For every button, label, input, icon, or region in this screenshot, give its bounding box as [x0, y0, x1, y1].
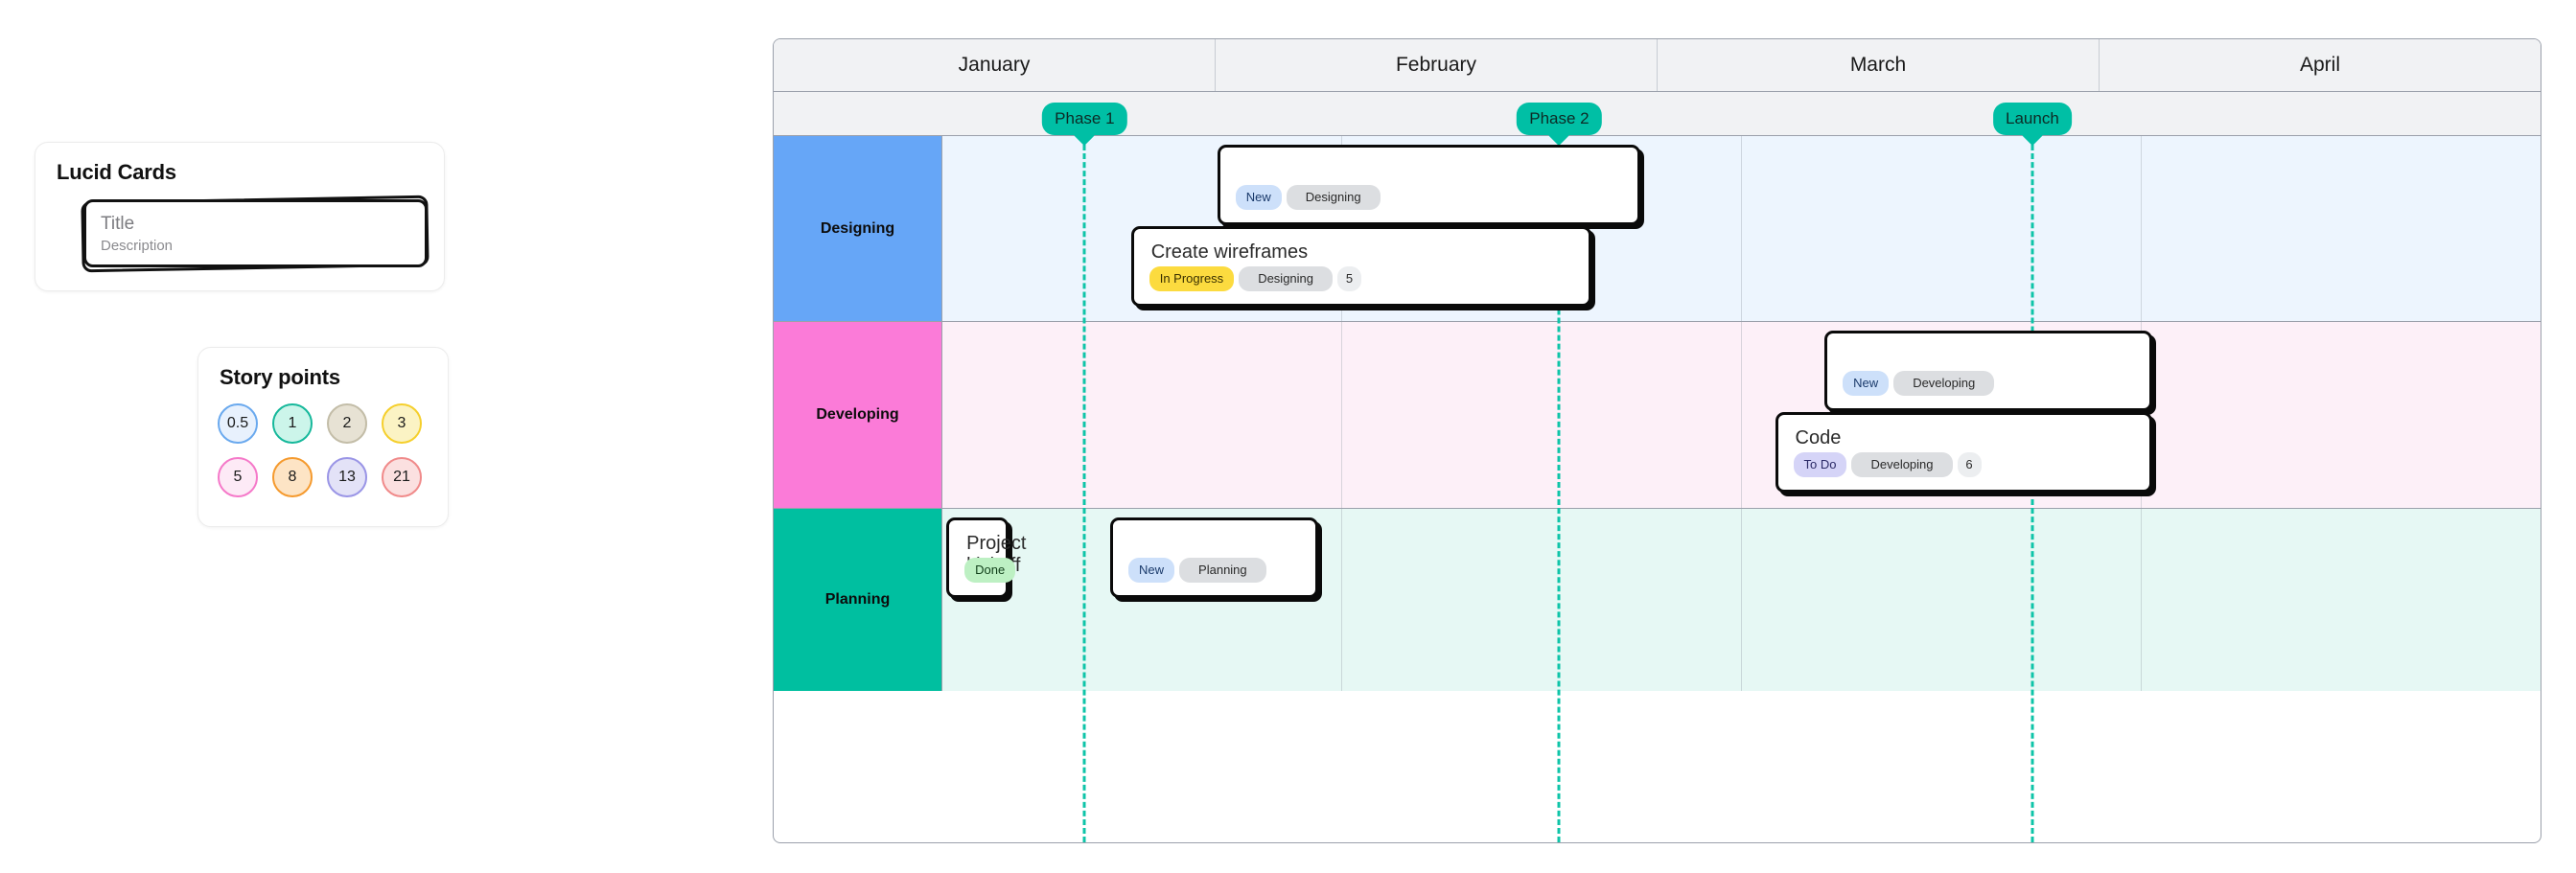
- task-status-badge[interactable]: Done: [964, 558, 1016, 583]
- lane-column-cell: [942, 322, 1342, 508]
- story-point-chip[interactable]: 1: [272, 403, 313, 444]
- lane-column-gridlines: [942, 322, 2541, 508]
- lane-column-cell: [2142, 136, 2541, 321]
- story-point-chip[interactable]: 3: [382, 403, 422, 444]
- timeline-month-february[interactable]: February: [1216, 39, 1658, 91]
- lane-column-cell: [1342, 136, 1742, 321]
- timeline-month-april[interactable]: April: [2299, 54, 2340, 76]
- task-status-badge[interactable]: In Progress: [1149, 266, 1235, 291]
- swimlane-label-designing[interactable]: Designing: [774, 136, 942, 321]
- task-status-badge[interactable]: New: [1128, 558, 1175, 583]
- lucid-card-shape-preview[interactable]: Title Description: [81, 195, 429, 273]
- story-point-chip[interactable]: 2: [327, 403, 367, 444]
- lucid-cards-panel-title: Lucid Cards: [57, 160, 176, 184]
- lane-column-cell: [942, 509, 1342, 691]
- timeline-task-card[interactable]: Project kickoffDone: [946, 517, 1026, 598]
- lane-column-cell: [1342, 509, 1742, 691]
- task-status-badge[interactable]: To Do: [1793, 452, 1847, 477]
- timeline-month-march[interactable]: March: [1658, 39, 2100, 91]
- task-category-badge[interactable]: Designing: [1239, 266, 1334, 291]
- story-points-panel-title: Story points: [220, 365, 340, 389]
- task-category-badge[interactable]: Developing: [1851, 452, 1953, 477]
- milestone-dashed-line: [1557, 136, 1561, 842]
- lucid-cards-panel: Lucid Cards Title Description: [35, 142, 445, 291]
- lane-column-cell: [1742, 136, 2142, 321]
- lane-column-cell: [2142, 509, 2541, 691]
- task-story-points-badge[interactable]: 5: [1337, 266, 1362, 291]
- story-point-chip[interactable]: 5: [218, 457, 258, 497]
- sample-card-description: Description: [101, 238, 174, 254]
- task-card-title: Code: [1795, 427, 1842, 448]
- swimlane-label-developing[interactable]: Developing: [774, 322, 942, 508]
- lane-column-cell: [2142, 322, 2541, 508]
- story-point-chip[interactable]: 0.5: [218, 403, 258, 444]
- task-status-badge[interactable]: New: [1843, 371, 1890, 396]
- swimlane-label-planning[interactable]: Planning: [774, 509, 942, 691]
- timeline-month-january[interactable]: January: [774, 39, 1216, 91]
- swimlane-track-planning: Project kickoffDoneNewPlanning: [942, 509, 2541, 691]
- story-point-chip[interactable]: 13: [327, 457, 367, 497]
- lane-column-cell: [1742, 509, 2142, 691]
- story-point-chip[interactable]: 21: [382, 457, 422, 497]
- task-card-title: Create wireframes: [1150, 241, 1309, 263]
- sample-card-title: Title: [101, 214, 135, 234]
- lane-column-gridlines: [942, 509, 2541, 691]
- task-category-badge[interactable]: Planning: [1179, 558, 1266, 583]
- sketch-face: [83, 199, 428, 267]
- task-category-badge[interactable]: Developing: [1893, 371, 1995, 396]
- lane-column-cell: [1342, 322, 1742, 508]
- task-status-badge[interactable]: New: [1235, 185, 1282, 210]
- task-story-points-badge[interactable]: 6: [1957, 452, 1982, 477]
- milestone-dashed-line: [1082, 136, 1086, 842]
- story-point-chip[interactable]: 8: [272, 457, 313, 497]
- task-category-badge[interactable]: Designing: [1286, 185, 1381, 210]
- task-card-tags: Done: [964, 558, 1016, 583]
